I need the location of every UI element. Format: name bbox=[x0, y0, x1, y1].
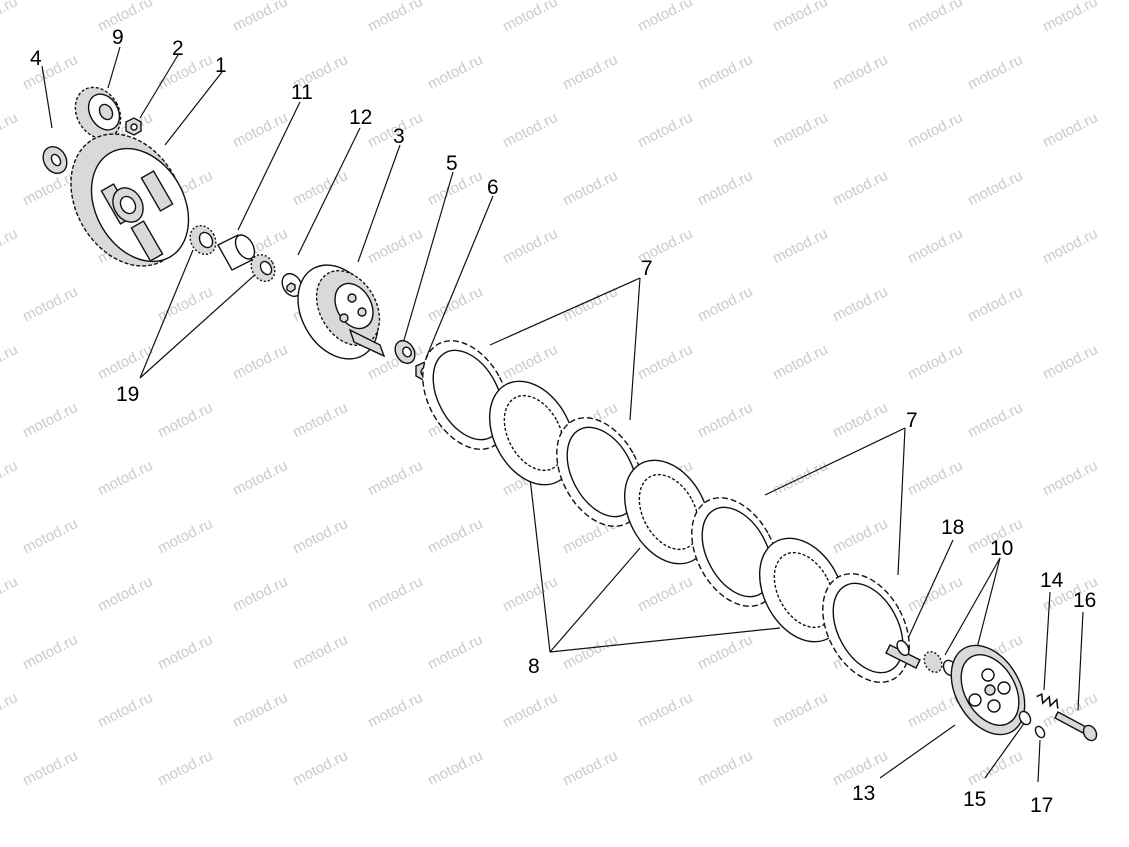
part-friction-plate-7a bbox=[422, 340, 510, 450]
label-7-top: 7 bbox=[641, 257, 653, 280]
label-7-bottom: 7 bbox=[906, 409, 918, 432]
part-nut-2 bbox=[125, 117, 142, 136]
part-clutch-basket-1 bbox=[70, 133, 190, 267]
label-15: 15 bbox=[963, 788, 987, 811]
part-gear-9 bbox=[74, 86, 122, 140]
part-washer-12 bbox=[281, 272, 303, 298]
label-1: 1 bbox=[215, 54, 227, 77]
part-washer-15 bbox=[1018, 710, 1032, 726]
part-clutch-hub-3 bbox=[297, 264, 386, 360]
label-10: 10 bbox=[990, 537, 1014, 560]
label-11: 11 bbox=[291, 81, 313, 104]
label-2: 2 bbox=[172, 37, 184, 60]
label-16: 16 bbox=[1073, 589, 1097, 612]
part-bolt-16 bbox=[1054, 711, 1098, 742]
part-friction-plate-7b bbox=[556, 417, 644, 527]
label-9: 9 bbox=[112, 26, 124, 49]
part-spring-14 bbox=[1036, 692, 1059, 709]
part-needle-bearing-19b bbox=[250, 253, 276, 283]
label-5: 5 bbox=[446, 152, 458, 175]
part-push-rod-18 bbox=[885, 639, 921, 669]
label-17: 17 bbox=[1030, 794, 1054, 817]
label-6: 6 bbox=[487, 176, 499, 199]
part-washer-4 bbox=[42, 145, 68, 175]
leader-lines bbox=[41, 46, 1084, 783]
part-thrust-washer-5 bbox=[394, 339, 416, 365]
label-8: 8 bbox=[528, 655, 540, 678]
part-washer-17 bbox=[1034, 725, 1046, 739]
part-steel-plate-8a bbox=[488, 380, 576, 486]
label-13: 13 bbox=[852, 782, 876, 805]
part-needle-bearing-19a bbox=[189, 224, 217, 256]
part-sleeve-11 bbox=[217, 234, 256, 271]
label-14: 14 bbox=[1040, 569, 1064, 592]
part-friction-plate-7d bbox=[822, 573, 910, 683]
label-3: 3 bbox=[393, 125, 405, 148]
label-18: 18 bbox=[941, 516, 965, 539]
part-pressure-plate-13 bbox=[950, 644, 1026, 736]
part-steel-plate-8b bbox=[623, 459, 711, 565]
part-friction-plate-7c bbox=[691, 497, 779, 607]
label-19: 19 bbox=[116, 383, 140, 406]
label-4: 4 bbox=[30, 47, 42, 70]
label-12: 12 bbox=[349, 106, 373, 129]
